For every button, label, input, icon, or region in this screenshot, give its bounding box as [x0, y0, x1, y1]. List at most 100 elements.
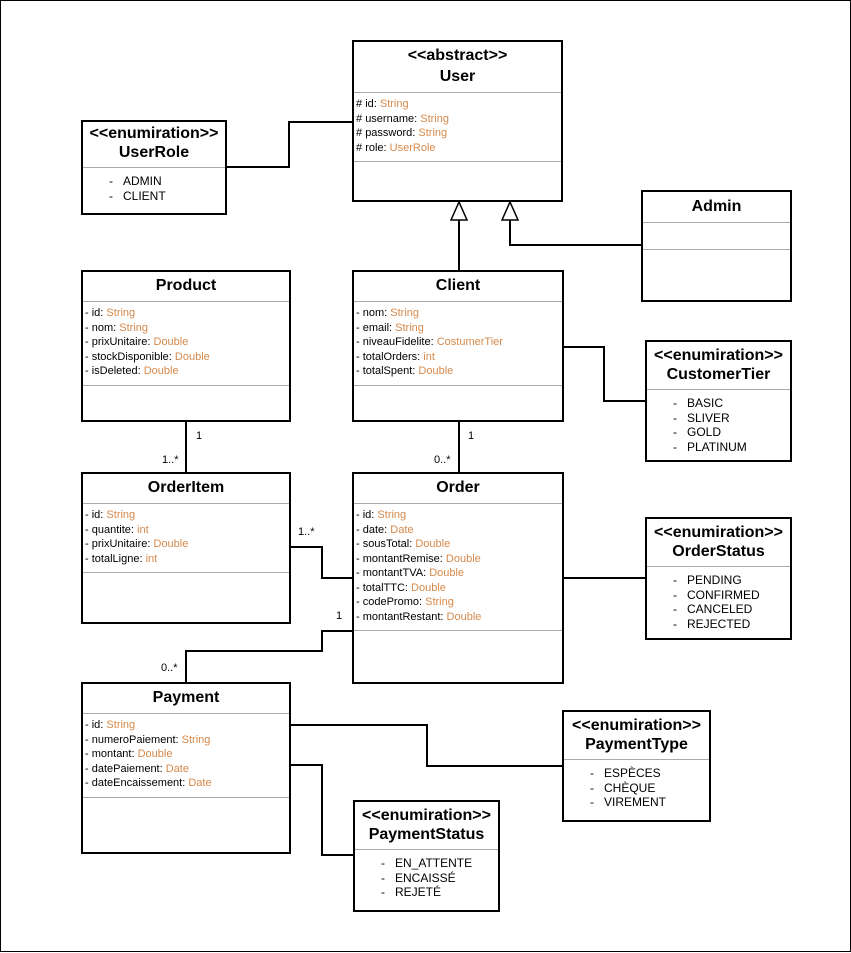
attribute-type: Double [429, 567, 465, 579]
attribute-type: String [106, 719, 136, 731]
multiplicity-order-payment-order: 1 [336, 610, 343, 622]
enum-literal: - REJECTED [673, 616, 751, 631]
enum-literal: - ADMIN [109, 174, 162, 188]
attribute-visibility: - [85, 552, 89, 565]
enum-literal-value: ENCAISSÉ [395, 870, 456, 885]
attribute-name: nom [362, 307, 385, 319]
enum-paymenttype-name: PaymentType [585, 736, 688, 753]
attribute-name: montantRemise [362, 552, 440, 565]
attribute-visibility: - [85, 321, 89, 334]
enum-literal-value: EN_ATTENTE [395, 856, 473, 870]
class-user[interactable]: <<abstract>> User # id: String# username… [352, 40, 563, 202]
multiplicity-product-end: 1 [196, 430, 203, 442]
enum-literal-value: VIREMENT [604, 795, 667, 809]
attribute-row: - totalOrders: int [356, 350, 435, 363]
enum-userrole-stereotype: <<enumiration>> [89, 125, 219, 142]
link-client-customertier [563, 346, 646, 402]
enum-literal: - CLIENT [109, 188, 166, 203]
enum-paymentstatus[interactable]: <<enumiration>> PaymentStatus - EN_ATTEN… [353, 800, 500, 912]
attribute-type: String [377, 509, 407, 521]
class-orderitem[interactable]: OrderItem - id: String- quantite: int- p… [81, 472, 291, 624]
enum-literal: - PENDING [673, 573, 742, 587]
class-product[interactable]: Product - id: String- nom: String- prixU… [81, 270, 291, 422]
attribute-row: - stockDisponible: Double [85, 350, 210, 363]
class-payment-attributes: - id: String- numeroPaiement: String- mo… [83, 714, 289, 797]
attribute-type: CostumerTier [436, 336, 503, 348]
class-orderitem-attributes: - id: String- quantite: int- prixUnitair… [83, 504, 289, 572]
attribute-visibility: - [85, 538, 89, 550]
attribute-name: sousTotal [362, 538, 410, 550]
attribute-type: int [145, 552, 158, 565]
class-order-attributes: - id: String- date: Date- sousTotal: Dou… [354, 504, 562, 630]
enum-literal-value: BASIC [687, 396, 724, 410]
enum-orderstatus[interactable]: <<enumiration>> OrderStatus - PENDING- C… [645, 517, 792, 640]
attribute-type: Date [390, 523, 414, 536]
attribute-row: - email: String [356, 321, 424, 334]
attribute-type: Double [418, 365, 454, 377]
enum-paymenttype[interactable]: <<enumiration>> PaymentType - ESPÈCES- C… [562, 710, 711, 822]
attribute-visibility: - [356, 567, 360, 579]
attribute-visibility: - [356, 581, 360, 594]
attribute-row: - id: String [356, 509, 407, 521]
class-admin-name: Admin [691, 198, 742, 215]
enum-literal: - REJETÉ [381, 885, 442, 899]
attribute-row: - dateEncaissement: Date [85, 777, 212, 789]
attribute-name: date [362, 523, 385, 536]
enum-orderstatus-name: OrderStatus [672, 543, 765, 560]
attribute-visibility: - [85, 777, 89, 789]
attribute-type: String [181, 733, 211, 746]
class-product-name: Product [155, 277, 217, 294]
attribute-visibility: - [356, 365, 360, 377]
attribute-name: quantite [91, 523, 131, 536]
attribute-row: - codePromo: String [356, 596, 454, 608]
attribute-type: Double [137, 748, 173, 760]
attribute-row: - montantRemise: Double [356, 552, 481, 565]
attribute-type: Double [153, 538, 189, 550]
class-client[interactable]: Client - nom: String- email: String- niv… [352, 270, 564, 422]
class-client-name: Client [435, 277, 481, 294]
attribute-name: stockDisponible [91, 350, 169, 363]
enum-paymentstatus-name: PaymentStatus [368, 826, 485, 843]
enum-literal: - BASIC [673, 396, 724, 410]
attribute-row: # password: String [356, 127, 448, 139]
class-orderitem-name: OrderItem [147, 479, 225, 496]
attribute-row: - date: Date [356, 523, 414, 536]
attribute-visibility: - [85, 336, 89, 348]
attribute-name: montant [91, 748, 132, 760]
enum-literal-value: CLIENT [123, 188, 166, 203]
attribute-type: String [379, 98, 409, 110]
attribute-visibility: - [356, 336, 360, 348]
attribute-name: id [91, 307, 101, 319]
attribute-visibility: - [85, 523, 89, 536]
class-order[interactable]: Order - id: String- date: Date- sousTota… [352, 472, 564, 684]
enum-literal: - ENCAISSÉ [381, 870, 456, 885]
attribute-name: prixUnitaire [91, 336, 148, 348]
attribute-visibility: - [356, 523, 360, 536]
attribute-type: Double [143, 365, 179, 377]
attribute-visibility: # [356, 112, 363, 125]
attribute-visibility: - [85, 733, 89, 746]
enum-literal: - CHÈQUE [590, 780, 656, 795]
attribute-visibility: - [85, 509, 89, 521]
enum-literal-value: PLATINUM [687, 439, 747, 454]
class-user-stereotype: <<abstract>> [407, 47, 508, 64]
class-payment[interactable]: Payment - id: String- numeroPaiement: St… [81, 682, 291, 854]
enum-customertier[interactable]: <<enumiration>> CustomerTier - BASIC- SL… [645, 340, 792, 462]
enum-userrole[interactable]: <<enumiration>> UserRole - ADMIN- CLIENT [81, 120, 227, 215]
class-payment-name: Payment [152, 689, 220, 706]
class-admin[interactable]: Admin [641, 190, 792, 302]
enum-paymentstatus-stereotype: <<enumiration>> [362, 807, 491, 824]
enum-literal-value: CHÈQUE [604, 780, 656, 795]
attribute-type: String [425, 596, 454, 608]
class-user-name: User [439, 68, 476, 85]
enum-literal: - VIREMENT [590, 795, 667, 809]
enum-literal: - ESPÈCES [590, 766, 661, 780]
enum-customertier-literals: - BASIC- SLIVER- GOLD- PLATINUM [647, 390, 790, 460]
attribute-type: Double [411, 581, 446, 594]
multiplicity-client-end: 1 [468, 430, 475, 442]
attribute-row: - id: String [85, 307, 136, 319]
enum-literal: - CANCELED [673, 602, 753, 616]
attribute-name: isDeleted [91, 365, 138, 377]
attribute-visibility: - [85, 307, 89, 319]
enum-paymenttype-literals: - ESPÈCES- CHÈQUE- VIREMENT [564, 760, 709, 816]
